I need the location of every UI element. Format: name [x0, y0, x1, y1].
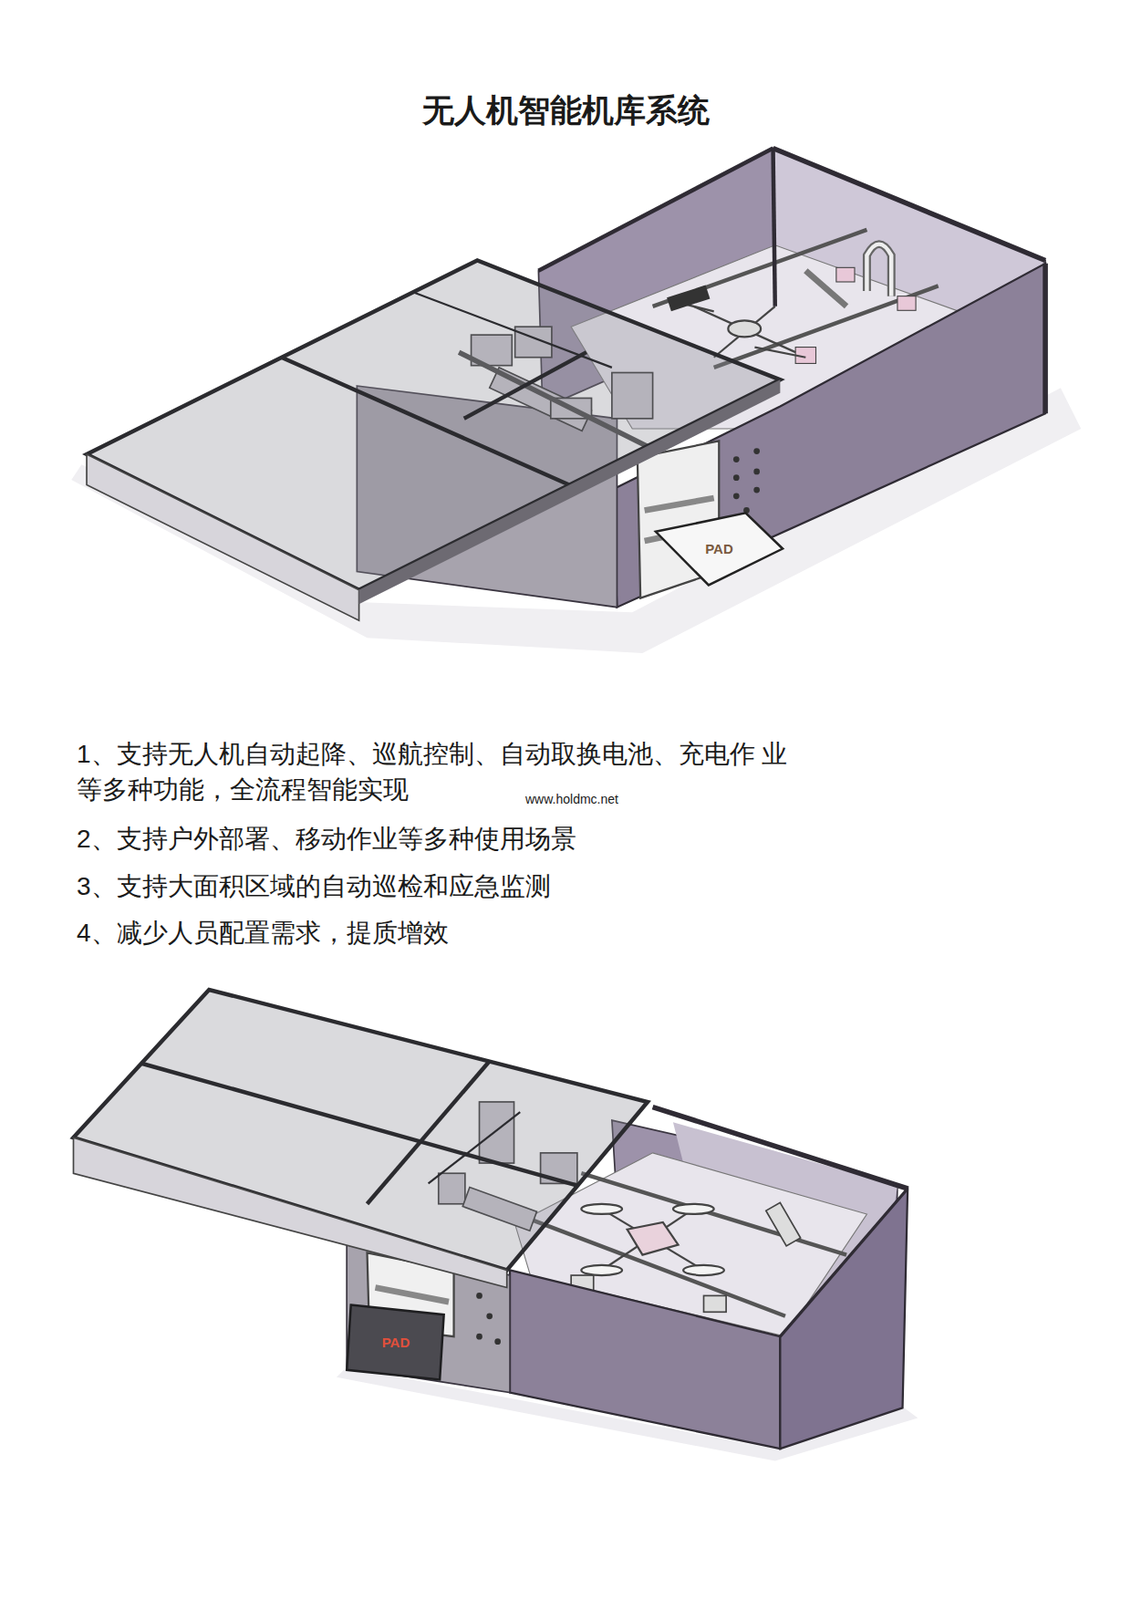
- drawing-part: [581, 1172, 847, 1255]
- page-title: 无人机智能机库系统: [0, 89, 1131, 133]
- feature-item: 3、支持大面积区域的自动巡检和应急监测: [76, 868, 995, 904]
- drawing-part: [693, 306, 796, 353]
- tablet-content: PAD: [344, 1301, 447, 1383]
- watermark: www.holdmc.net: [525, 791, 730, 807]
- tablet-pad: PAD: [653, 509, 786, 588]
- drawing-part: [866, 244, 892, 297]
- drawing-part: [779, 1188, 908, 1449]
- drawing-part: [601, 1208, 695, 1270]
- drawing-part: [476, 1292, 501, 1345]
- drawing-part: [727, 320, 761, 337]
- drawing-part: [753, 447, 760, 455]
- drawing-part: [653, 1107, 909, 1189]
- drawing-part: [766, 1202, 801, 1246]
- pad-label: PAD: [382, 1334, 411, 1350]
- drawing-part: [494, 1338, 501, 1345]
- drawing-part: [509, 1269, 780, 1449]
- drawing-part: [754, 347, 806, 358]
- drawing-part: [1042, 263, 1048, 414]
- drawing-part: [601, 1208, 705, 1270]
- drawing-part: [753, 487, 760, 494]
- drawing-part: [374, 1286, 449, 1302]
- hangar-bottom-view: [73, 989, 919, 1462]
- drawing-part: [140, 1062, 578, 1185]
- drawing-part: [673, 1203, 715, 1215]
- drawing-part: [733, 474, 740, 481]
- drawing-part: [476, 1333, 483, 1340]
- tablet-pad: PAD: [344, 1301, 447, 1383]
- drawing-part: [704, 1295, 727, 1312]
- drawing-part: [627, 1222, 679, 1256]
- drawing-part: [666, 285, 710, 312]
- drawing-part: [644, 498, 715, 510]
- drawing-part: [897, 296, 916, 312]
- drawing-part: [836, 267, 855, 282]
- drawing-part: [428, 1111, 521, 1183]
- feature-item: 2、支持户外部署、移动作业等多种使用场景: [76, 820, 995, 857]
- drawing-part: [581, 1203, 623, 1215]
- tablet-content: PAD: [653, 509, 786, 588]
- drawing-part: [476, 1292, 483, 1299]
- drawing-part: [581, 1203, 725, 1276]
- drawing-part: [683, 1265, 725, 1276]
- drawing-part: [733, 492, 740, 499]
- drawing-part: [464, 352, 587, 419]
- drawing-part: [779, 1188, 908, 1337]
- pad-label: PAD: [705, 540, 734, 557]
- drawing-part: [733, 456, 740, 463]
- drawing-part: [281, 357, 570, 486]
- feature-item: 4、减少人员配置需求，提质增效: [76, 914, 995, 951]
- feature-item: 1、支持无人机自动起降、巡航控制、自动取换电池、充电作 业等多种功能，全流程智能…: [76, 736, 811, 808]
- drawing-part: [86, 454, 360, 621]
- drawing-part: [773, 148, 776, 307]
- drawing-part: [866, 244, 892, 297]
- tablet-body: [655, 512, 783, 585]
- hangar-top-view: [71, 148, 1081, 654]
- drawing-part: [486, 1312, 493, 1319]
- drawing-part: [773, 148, 1047, 261]
- drawing-part: [733, 447, 760, 514]
- drawing-part: [538, 148, 773, 271]
- drawing-part: [753, 468, 760, 476]
- drawing-part: [581, 1265, 623, 1276]
- drawing-part: [73, 1137, 508, 1287]
- tablet-body: [346, 1305, 444, 1381]
